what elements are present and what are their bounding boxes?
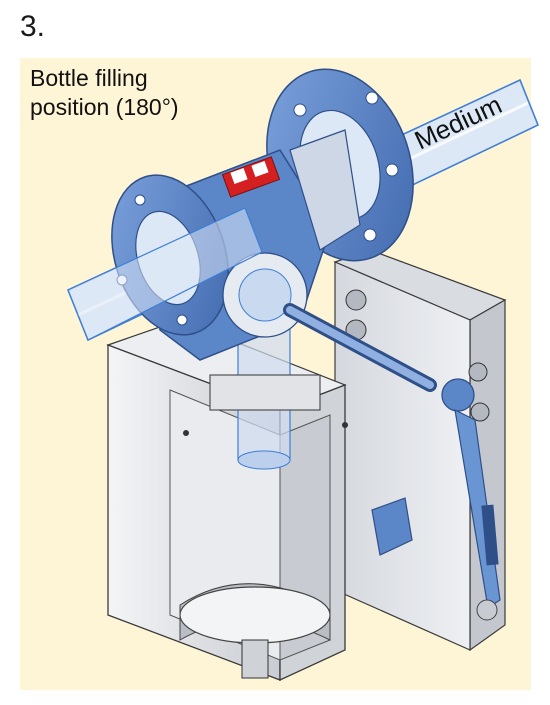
step-number: 3. [20, 10, 46, 43]
caption-line-2: position (180°) [30, 94, 179, 120]
valve-handle [283, 303, 501, 621]
caption-line-1: Bottle filling [30, 65, 148, 91]
position-caption: Bottle filling position (180°) [30, 64, 240, 122]
valve-housing [106, 319, 348, 682]
